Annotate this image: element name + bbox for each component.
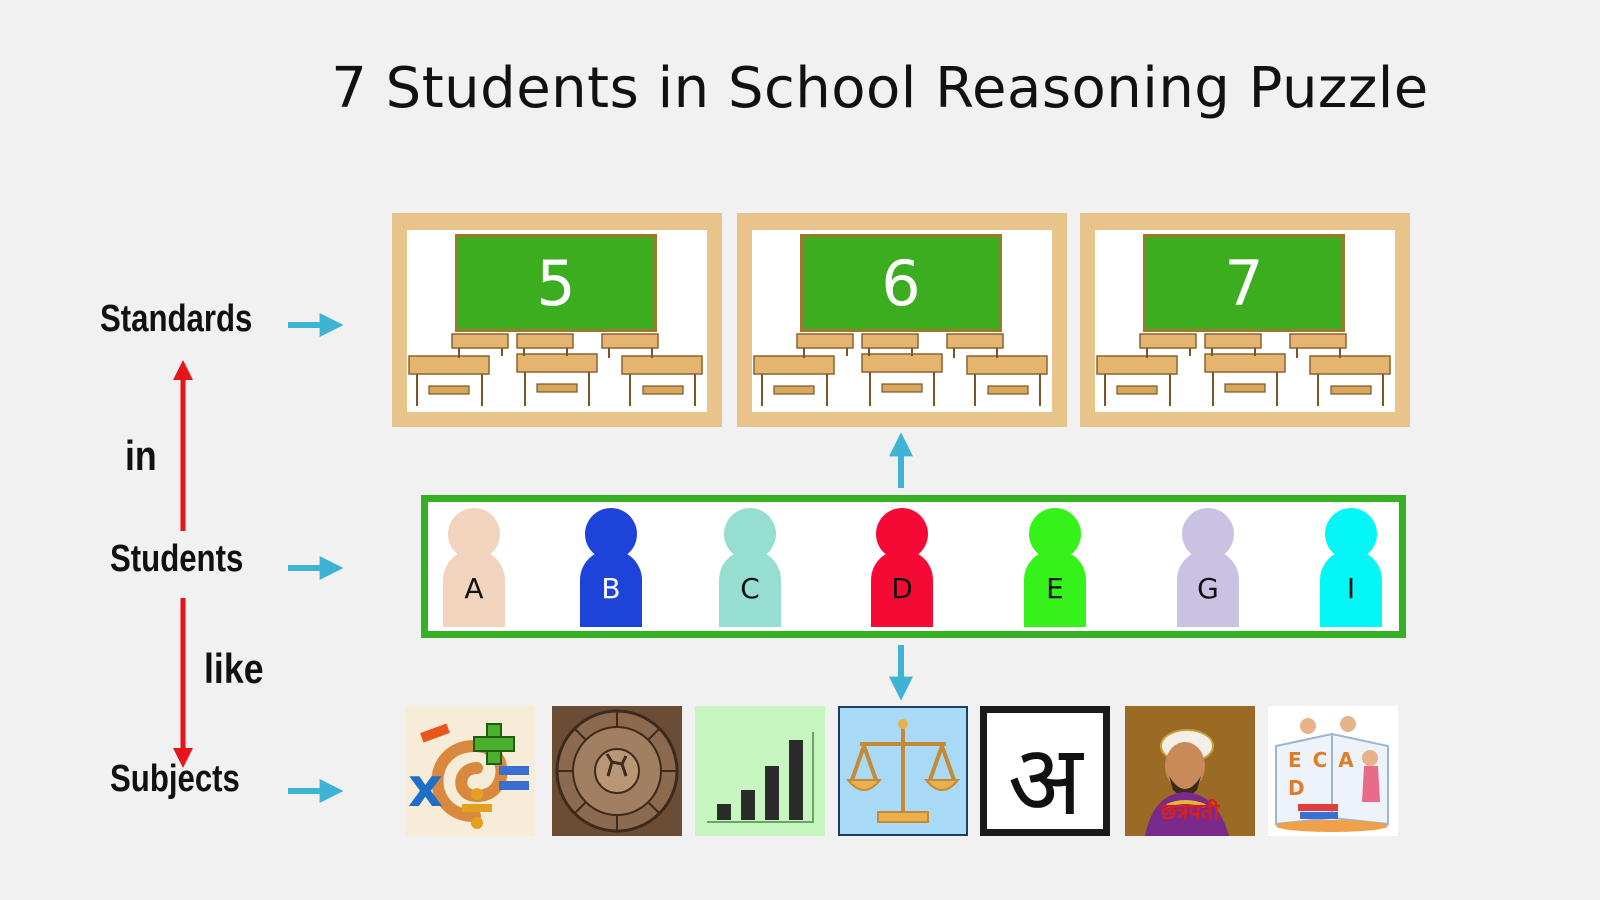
- student-letter: E: [1046, 572, 1064, 605]
- alphabet-letters: E C A D: [1288, 748, 1356, 800]
- student-c: C: [719, 508, 781, 627]
- student-a: A: [443, 508, 505, 627]
- alphabet-book-icon: E C A D: [1268, 706, 1398, 836]
- student-letter: I: [1346, 572, 1356, 605]
- student-letter: B: [601, 572, 621, 605]
- classroom-standard-5: 5: [392, 213, 722, 427]
- chalkboard: 7: [1143, 234, 1345, 332]
- zodiac-wheel-icon: [552, 706, 682, 836]
- students-label: Students: [110, 538, 244, 580]
- student-body: [1320, 550, 1382, 627]
- math-symbols-icon: x: [405, 706, 535, 836]
- student-g: G: [1177, 508, 1239, 627]
- desks-icon: [753, 333, 1048, 406]
- chalkboard: 6: [800, 234, 1002, 332]
- desks-icon: [408, 333, 703, 406]
- in-relation-label: in: [125, 432, 157, 479]
- balance-scale-icon: [838, 706, 968, 836]
- desks-icon: [1096, 333, 1391, 406]
- hindi-letter-icon: अ: [980, 706, 1110, 838]
- svg-text:x: x: [408, 756, 443, 819]
- classroom-standard-7: 7: [1080, 213, 1410, 427]
- student-body: [871, 550, 933, 627]
- standard-number: 5: [536, 247, 576, 320]
- warrior-king-icon: छत्रपती: [1125, 706, 1255, 836]
- student-body: [580, 550, 642, 627]
- page-title: 7 Students in School Reasoning Puzzle: [331, 56, 1429, 121]
- student-body: [1177, 550, 1239, 627]
- student-letter: C: [740, 572, 760, 605]
- students-row: A B C D E G I: [421, 495, 1406, 638]
- student-b: B: [580, 508, 642, 627]
- student-i: I: [1320, 508, 1382, 627]
- standards-label: Standards: [100, 298, 253, 340]
- student-e: E: [1024, 508, 1086, 627]
- warrior-caption: छत्रपती: [1160, 800, 1220, 825]
- student-body: [443, 550, 505, 627]
- classroom-standard-6: 6: [737, 213, 1067, 427]
- student-body: [1024, 550, 1086, 627]
- like-relation-label: like: [204, 645, 264, 692]
- standard-number: 6: [881, 247, 921, 320]
- hindi-glyph: अ: [1007, 724, 1083, 838]
- student-letter: D: [891, 572, 913, 605]
- student-letter: A: [464, 572, 484, 605]
- student-body: [719, 550, 781, 627]
- chalkboard: 5: [455, 234, 657, 332]
- student-d: D: [871, 508, 933, 627]
- student-letter: G: [1197, 572, 1219, 605]
- standard-number: 7: [1224, 247, 1264, 320]
- bar-growth-icon: [695, 706, 825, 836]
